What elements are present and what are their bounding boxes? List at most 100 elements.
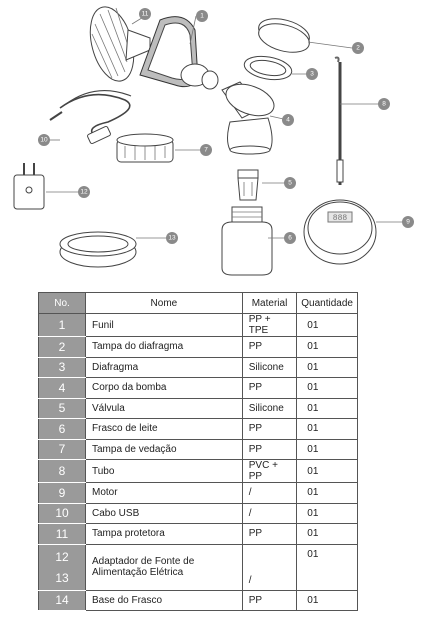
row-number: 5 (38, 397, 86, 419)
svg-text:10: 10 (40, 137, 48, 144)
row-number: 4 (38, 377, 86, 399)
table-header-row: No. Nome Material Quantidade (38, 292, 358, 314)
part-material: PP (241, 438, 298, 460)
part-material: Silicone (241, 356, 298, 378)
part-name: Cabo USB (85, 502, 243, 524)
part-name: Tampa de vedação (85, 438, 243, 460)
header-nome: Nome (85, 292, 243, 314)
row-number: 3 (38, 356, 86, 378)
callout-13: 13 (166, 232, 178, 244)
header-quantidade: Quantidade (296, 292, 358, 314)
parts-diagram: 888 1 2 3 4 7 5 6 8 9 10 11 12 13 (13, 6, 414, 276)
header-material: Material (241, 292, 298, 314)
row-number: 8 (38, 459, 86, 483)
row-number: 14 (38, 589, 86, 611)
part-quantity: 01 (296, 589, 358, 611)
protective-cap-illustration (89, 6, 151, 82)
part-material: PP (241, 418, 298, 440)
part-material: / (241, 502, 298, 524)
svg-text:11: 11 (142, 11, 149, 18)
callout-2: 2 (352, 42, 364, 54)
part-name: Corpo da bomba (85, 377, 243, 399)
svg-text:3: 3 (310, 71, 314, 78)
milk-bottle-illustration (221, 206, 273, 276)
bottle-base-illustration (59, 231, 137, 268)
callout-4: 4 (282, 114, 294, 126)
part-material: PP (241, 523, 298, 545)
part-quantity: 01 (296, 418, 358, 440)
svg-text:9: 9 (406, 219, 410, 226)
part-quantity: 01 (296, 459, 358, 483)
row-number: 2 (38, 336, 86, 358)
row-number-13: 13 (55, 570, 69, 585)
row-number: 10 (38, 502, 86, 524)
row-number: 7 (38, 438, 86, 460)
part-material: / (241, 543, 298, 591)
sealing-cap-illustration (116, 133, 174, 163)
part-quantity: 01 (296, 543, 358, 591)
part-quantity: 01 (296, 523, 358, 545)
svg-text:5: 5 (288, 180, 292, 187)
part-quantity: 01 (296, 397, 358, 419)
callout-7: 7 (200, 144, 212, 156)
part-quantity: 01 (296, 502, 358, 524)
callout-6: 6 (284, 232, 296, 244)
part-material: PP + TPE (241, 313, 298, 337)
part-name: Funil (85, 313, 243, 337)
tube-illustration (334, 56, 344, 185)
part-name: Motor (85, 482, 243, 504)
power-adapter-illustration (13, 163, 45, 210)
part-material: PP (241, 377, 298, 399)
part-name: Tampa do diafragma (85, 336, 243, 358)
diaphragm-illustration (243, 55, 293, 81)
part-name: Adaptador de Fonte de Alimentação Elétri… (85, 543, 243, 591)
svg-text:12: 12 (80, 189, 88, 196)
svg-text:7: 7 (204, 147, 208, 154)
valve-illustration (237, 169, 259, 201)
motor-illustration: 888 (303, 199, 377, 265)
part-material: PVC + PP (241, 459, 298, 483)
part-quantity: 01 (296, 313, 358, 337)
part-quantity: 01 (296, 356, 358, 378)
part-material: PP (241, 589, 298, 611)
part-name: Válvula (85, 397, 243, 419)
row-number: 11 (38, 523, 86, 545)
part-material: / (241, 482, 298, 504)
part-quantity: 01 (296, 482, 358, 504)
callout-3: 3 (306, 68, 318, 80)
row-number: 6 (38, 418, 86, 440)
part-quantity: 01 (296, 377, 358, 399)
part-name: Tubo (85, 459, 243, 483)
part-name: Diafragma (85, 356, 243, 378)
svg-text:4: 4 (286, 117, 290, 124)
callout-5: 5 (284, 177, 296, 189)
row-number: 1 (38, 313, 86, 337)
svg-text:1: 1 (200, 13, 204, 20)
callout-1: 1 (196, 10, 208, 22)
svg-text:6: 6 (288, 235, 292, 242)
part-material: PP (241, 336, 298, 358)
callout-12: 12 (78, 186, 90, 198)
callout-9: 9 (402, 216, 414, 228)
header-no: No. (38, 292, 86, 314)
diaphragm-cap-illustration (258, 18, 310, 53)
svg-text:8: 8 (382, 101, 386, 108)
callout-8: 8 (378, 98, 390, 110)
svg-text:13: 13 (168, 235, 176, 242)
pump-body-illustration (221, 81, 275, 155)
part-name: Tampa protetora (85, 523, 243, 545)
part-name: Base do Frasco (85, 589, 243, 611)
part-name: Frasco de leite (85, 418, 243, 440)
